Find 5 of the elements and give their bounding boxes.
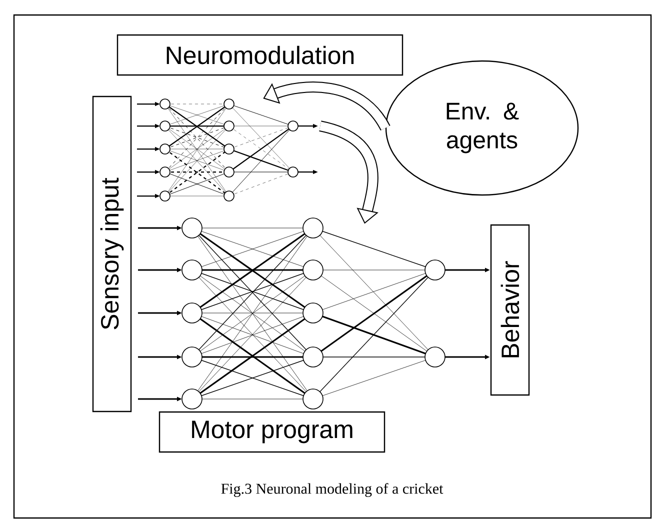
- curved-arrow: [263, 82, 390, 131]
- label-box: Behavior: [490, 224, 530, 396]
- label-box: Neuromodulation: [116, 34, 404, 76]
- label-box: Sensory input: [92, 96, 132, 412]
- figure-caption: Fig.3 Neuronal modeling of a cricket: [221, 483, 444, 497]
